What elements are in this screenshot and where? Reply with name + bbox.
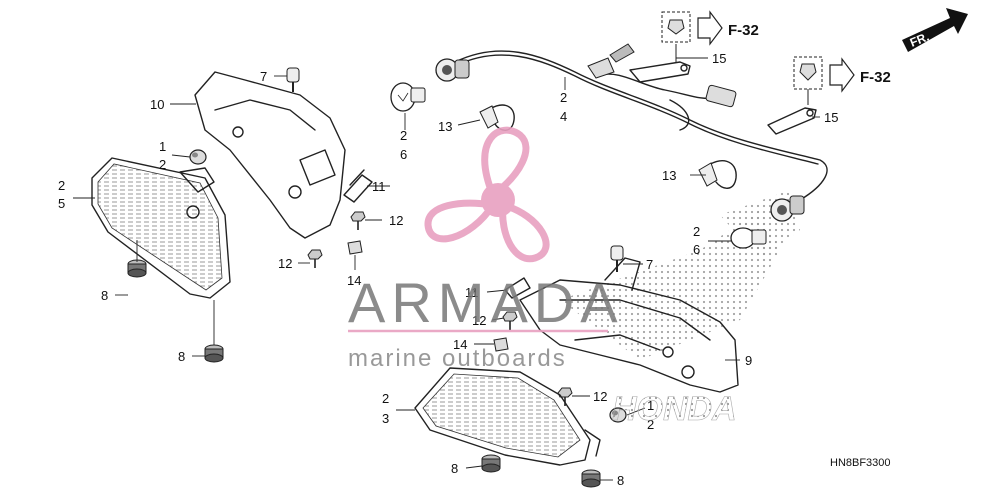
callout-7-right: 7 [646, 257, 653, 272]
callout-2-left-housing: 2 [58, 178, 65, 193]
callout-15-top: 15 [712, 51, 726, 66]
left-clip-11 [343, 169, 373, 203]
callout-5: 5 [58, 196, 65, 211]
right-headlight-bracket [519, 257, 739, 393]
callout-8-left-upper: 8 [101, 288, 108, 303]
callout-6-bulb-left: 6 [400, 147, 407, 162]
watermark-tagline: marine outboards [348, 345, 567, 372]
callout-7-left: 7 [260, 69, 267, 84]
front-marker-label: FR. [908, 30, 931, 50]
armada-watermark: ARMADA marine outboards [348, 271, 624, 372]
leader-lines [73, 57, 820, 481]
bulb-right [730, 227, 767, 249]
callout-12-right-lower: 12 [593, 389, 607, 404]
harness-clip [587, 43, 635, 79]
callout-14-left: 14 [347, 273, 361, 288]
front-direction-arrow: FR. [902, 8, 968, 52]
reference-arrow-top: F-32 [697, 10, 759, 46]
left-grommet-upper [127, 259, 147, 278]
honda-logo-watermark: HONDA [612, 390, 737, 429]
left-grommet-lower [204, 344, 224, 363]
left-screw-lower [307, 249, 323, 268]
stay-right [767, 85, 817, 135]
left-nut-14 [347, 240, 363, 255]
left-bolt-7 [286, 67, 300, 92]
callout-1-right: 1 [647, 398, 654, 413]
callout-6-bulb-right: 6 [693, 242, 700, 257]
band-lower [698, 160, 737, 189]
right-grommet-left [481, 454, 501, 473]
callout-13-upper: 13 [438, 119, 452, 134]
callout-2-bulb-right: 2 [693, 224, 700, 239]
callout-10: 10 [150, 97, 164, 112]
callout-2-left-cushion: 2 [159, 157, 166, 172]
callout-9: 9 [745, 353, 752, 368]
callout-13-lower: 13 [662, 168, 676, 183]
left-screw-upper [350, 211, 366, 230]
callout-8-right-right: 8 [617, 473, 624, 488]
callout-2-bulb-left: 2 [400, 128, 407, 143]
honda-wordmark: HONDA [612, 390, 737, 428]
reference-label-right: F-32 [860, 69, 891, 86]
callout-8-left-lower: 8 [178, 349, 185, 364]
callout-11-right: 11 [465, 285, 479, 300]
callout-15-right: 15 [824, 110, 838, 125]
left-cushion [189, 149, 207, 165]
propeller-logo-watermark [424, 126, 550, 263]
reference-label-top: F-32 [728, 22, 759, 39]
callouts: 7 10 1 2 2 5 11 12 12 14 8 8 13 2 6 2 4 … [58, 51, 838, 488]
callout-8-right-left: 8 [451, 461, 458, 476]
push-clip-right [793, 56, 823, 90]
callout-4: 4 [560, 109, 567, 124]
coupler [705, 84, 737, 108]
stay-top [629, 44, 691, 83]
wire-harness [435, 43, 828, 222]
callout-1-left: 1 [159, 139, 166, 154]
left-headlight-housing [91, 157, 231, 299]
connector-left [435, 58, 470, 82]
reference-arrow-right: F-32 [829, 57, 891, 93]
callout-12-left-upper: 12 [389, 213, 403, 228]
left-headlight-bracket [194, 71, 346, 239]
diagram-code: HN8BF3300 [830, 457, 891, 469]
right-screw-upper [502, 311, 518, 330]
right-bolt-7 [610, 245, 624, 272]
callout-11-left: 11 [372, 179, 386, 194]
right-cushion [609, 407, 627, 423]
watermark-brand: ARMADA [348, 271, 624, 334]
callout-3: 3 [382, 411, 389, 426]
band-upper [479, 104, 515, 131]
callout-14-right: 14 [453, 337, 467, 352]
right-headlight-housing [414, 367, 601, 466]
callout-12-right-upper: 12 [472, 313, 486, 328]
right-nut-14 [493, 337, 509, 352]
callout-12-left-lower: 12 [278, 256, 292, 271]
right-clip-11 [504, 277, 531, 299]
connector-right [770, 195, 805, 222]
callout-2-right-housing: 2 [382, 391, 389, 406]
right-grommet-right [581, 469, 601, 488]
callout-2-right-cushion: 2 [647, 417, 654, 432]
push-clip-top [661, 11, 691, 43]
callout-2-harness: 2 [560, 90, 567, 105]
bulb-left [390, 82, 426, 112]
